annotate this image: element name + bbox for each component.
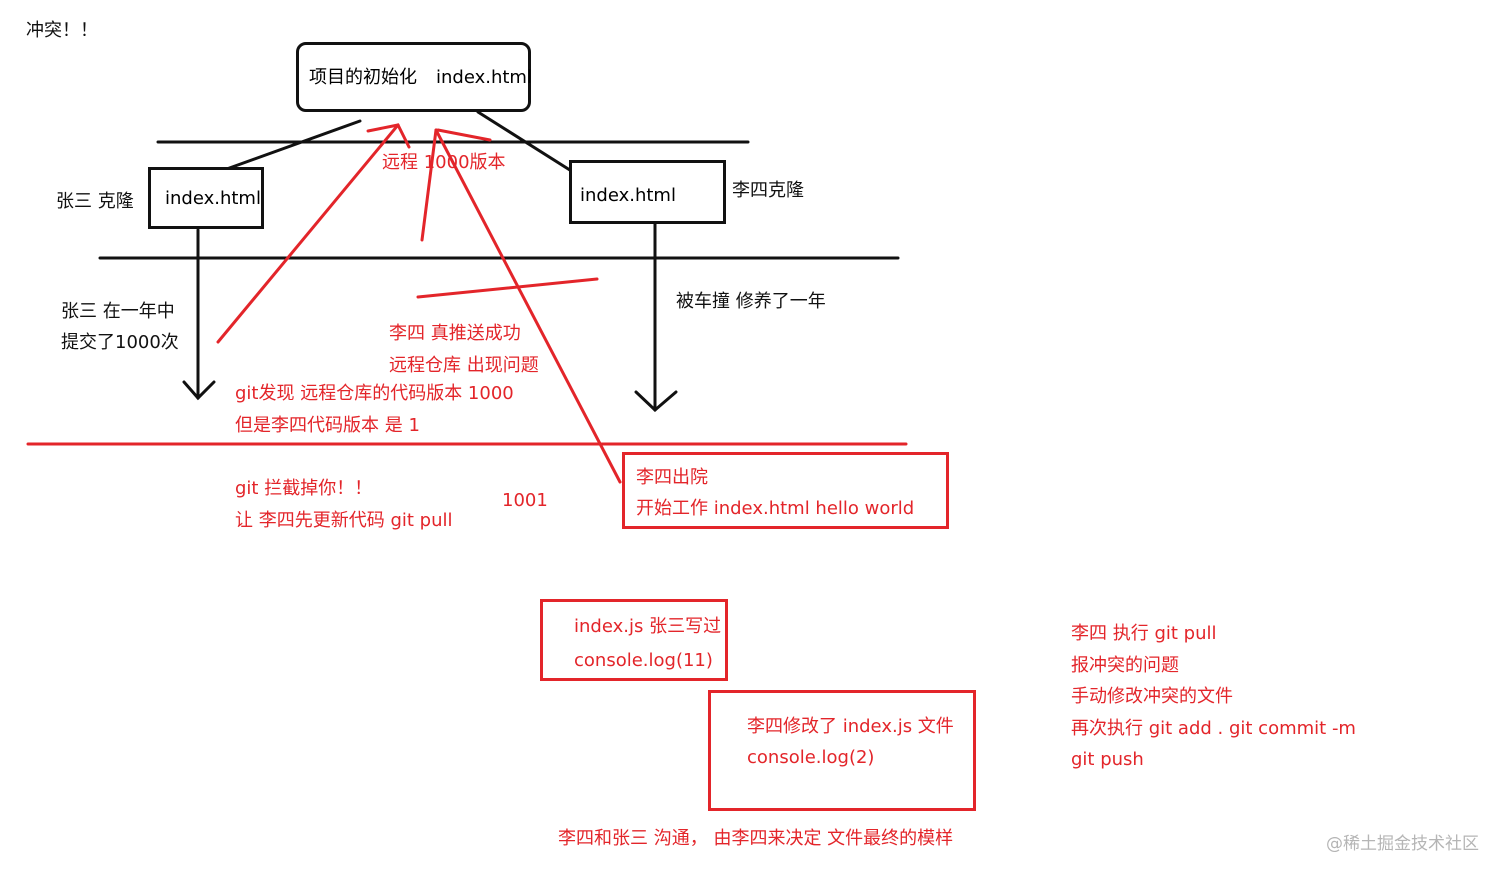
- watermark: @稀土掘金技术社区: [1326, 834, 1479, 854]
- resolve-step-4: 再次执行 git add . git commit -m: [1071, 718, 1356, 739]
- discharge-line2: 开始工作 index.html hello world: [636, 498, 915, 519]
- resolve-step-1: 李四 执行 git pull: [1071, 623, 1217, 644]
- lisi-code-box: 李四修改了 index.js 文件 console.log(2): [708, 690, 976, 811]
- resolve-step-3: 手动修改冲突的文件: [1071, 686, 1233, 707]
- lisi-file-label: index.html: [580, 185, 676, 206]
- root-box: 项目的初始化 index.html: [296, 42, 532, 112]
- zhangsan-file-box: index.html: [148, 167, 264, 229]
- resolve-step-2: 报冲突的问题: [1071, 655, 1179, 676]
- ls-code-line2: console.log(2): [747, 747, 875, 768]
- lisi-push-arrowhead: [436, 128, 492, 142]
- push-note-line2: 远程仓库 出现问题: [389, 355, 539, 376]
- git-block-line1: git 拦截掉你！！: [235, 478, 373, 499]
- zhangsan-push-arrow: [216, 123, 400, 344]
- remote-version-label: 远程 1000版本: [382, 152, 506, 173]
- root-box-label: 项目的初始化: [309, 67, 417, 88]
- link-root-lisi: [476, 110, 575, 174]
- page-title: 冲突！！: [26, 20, 98, 41]
- zhangsan-arrowhead: [182, 380, 216, 401]
- git-detect-line1: git发现 远程仓库的代码版本 1000: [235, 383, 514, 404]
- resolve-step-5: git push: [1071, 749, 1144, 770]
- lisi-accident-label: 被车撞 修养了一年: [676, 291, 826, 312]
- push-blocked-strike: [416, 277, 599, 299]
- lisi-discharge-box: 李四出院 开始工作 index.html hello world: [622, 452, 949, 529]
- zs-code-line1: index.js 张三写过: [574, 616, 722, 637]
- zhangsan-push-arrowhead: [366, 123, 411, 149]
- lisi-file-box: index.html: [569, 160, 726, 224]
- git-detect-line2: 但是李四代码版本 是 1: [235, 415, 420, 436]
- root-box-file: index.html: [436, 67, 532, 88]
- discharge-line1: 李四出院: [636, 467, 708, 488]
- lisi-push-arrow: [434, 128, 622, 484]
- zhangsan-code-box: index.js 张三写过 console.log(11): [540, 599, 728, 681]
- lisi-clone-label: 李四克隆: [732, 180, 804, 201]
- zhangsan-commit-line2: 提交了1000次: [61, 332, 179, 353]
- zhangsan-file-label: index.html: [165, 188, 261, 209]
- ls-code-line1: 李四修改了 index.js 文件: [747, 716, 954, 737]
- lisi-arrowhead: [634, 390, 678, 413]
- git-block-line2: 让 李四先更新代码 git pull: [235, 510, 453, 531]
- zhangsan-commit-line1: 张三 在一年中: [61, 301, 175, 322]
- lisi-push-attempt-line: [420, 128, 438, 242]
- zs-code-line2: console.log(11): [574, 650, 713, 671]
- zhangsan-clone-label: 张三 克隆: [56, 191, 134, 212]
- conclusion-text: 李四和张三 沟通， 由李四来决定 文件最终的模样: [558, 828, 954, 849]
- version-1001-label: 1001: [502, 490, 548, 511]
- push-note-line1: 李四 真推送成功: [389, 323, 521, 344]
- link-root-zhangsan: [208, 119, 362, 177]
